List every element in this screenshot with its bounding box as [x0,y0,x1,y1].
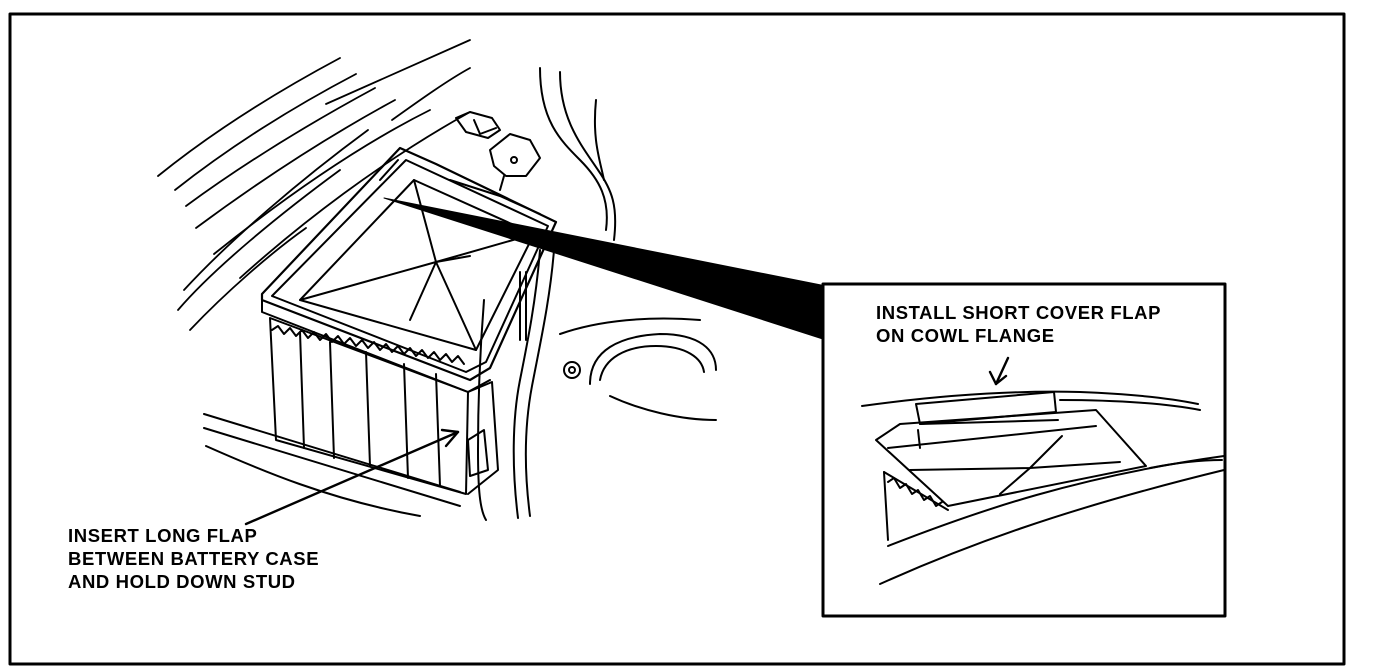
main-view [157,39,717,526]
detail-inset-frame [821,282,1227,618]
long-flap-callout-line-3: AND HOLD DOWN STUD [68,571,296,592]
outer-frame [8,12,1346,666]
short-flap-callout-line-1: INSTALL SHORT COVER FLAP [876,302,1162,323]
detail-inset [821,282,1227,618]
cowl-flange-area [559,317,717,421]
long-flap-callout-line-2: BETWEEN BATTERY CASE [68,548,320,569]
long-flap-callout-line-1: INSERT LONG FLAP [68,525,258,546]
battery-case [269,271,527,495]
hinge-bracket [455,111,541,191]
detail-pointer-wedge [383,197,827,341]
long-flap-leader [244,428,460,526]
long-flap-callout: INSERT LONG FLAP BETWEEN BATTERY CASE AN… [68,524,319,593]
cowl-structure [477,67,617,521]
short-flap-callout-line-2: ON COWL FLANGE [876,325,1055,346]
short-flap-callout: INSTALL SHORT COVER FLAP ON COWL FLANGE [876,301,1161,347]
lower-rails [203,413,461,517]
fender-lines [157,39,471,331]
short-flap-leader [988,356,1010,386]
